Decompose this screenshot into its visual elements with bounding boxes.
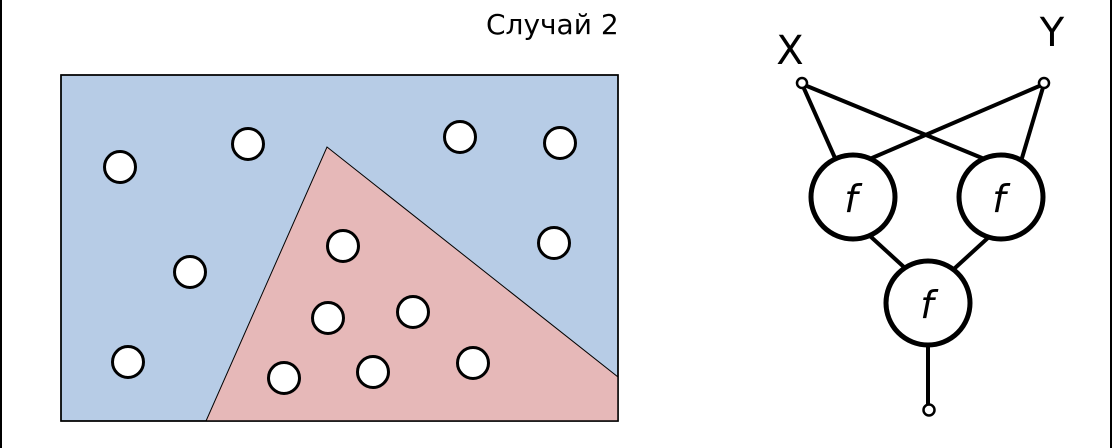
edge-x-to-f1: [800, 82, 837, 160]
node-f1: [808, 152, 898, 242]
node-f2: [956, 152, 1046, 242]
panel-border: [60, 74, 619, 422]
data-point: [456, 346, 490, 380]
data-point: [356, 355, 390, 389]
case-title: Случай 2: [486, 8, 619, 41]
data-point: [311, 301, 345, 335]
data-point: [267, 361, 301, 395]
edge-y-to-f1: [870, 82, 1046, 160]
input-x-label: X: [776, 28, 803, 74]
data-point: [396, 295, 430, 329]
data-point: [537, 226, 571, 260]
data-point: [443, 120, 477, 154]
output-terminal: [922, 403, 936, 417]
classification-panel: [60, 74, 619, 422]
data-point: [173, 255, 207, 289]
data-point: [231, 127, 265, 161]
input-x-terminal: [795, 76, 809, 90]
edge-y-to-f2: [1020, 82, 1046, 160]
data-point: [543, 126, 577, 160]
edge-x-to-f2: [800, 82, 984, 160]
node-f3: [883, 258, 973, 348]
input-y-terminal: [1037, 76, 1051, 90]
input-y-label: Y: [1039, 10, 1065, 56]
network-diagram: [795, 76, 1051, 417]
data-point: [111, 345, 145, 379]
data-point: [103, 150, 137, 184]
data-point: [326, 229, 360, 263]
edge-f1-to-f3: [868, 234, 907, 270]
edge-f2-to-f3: [953, 234, 992, 270]
